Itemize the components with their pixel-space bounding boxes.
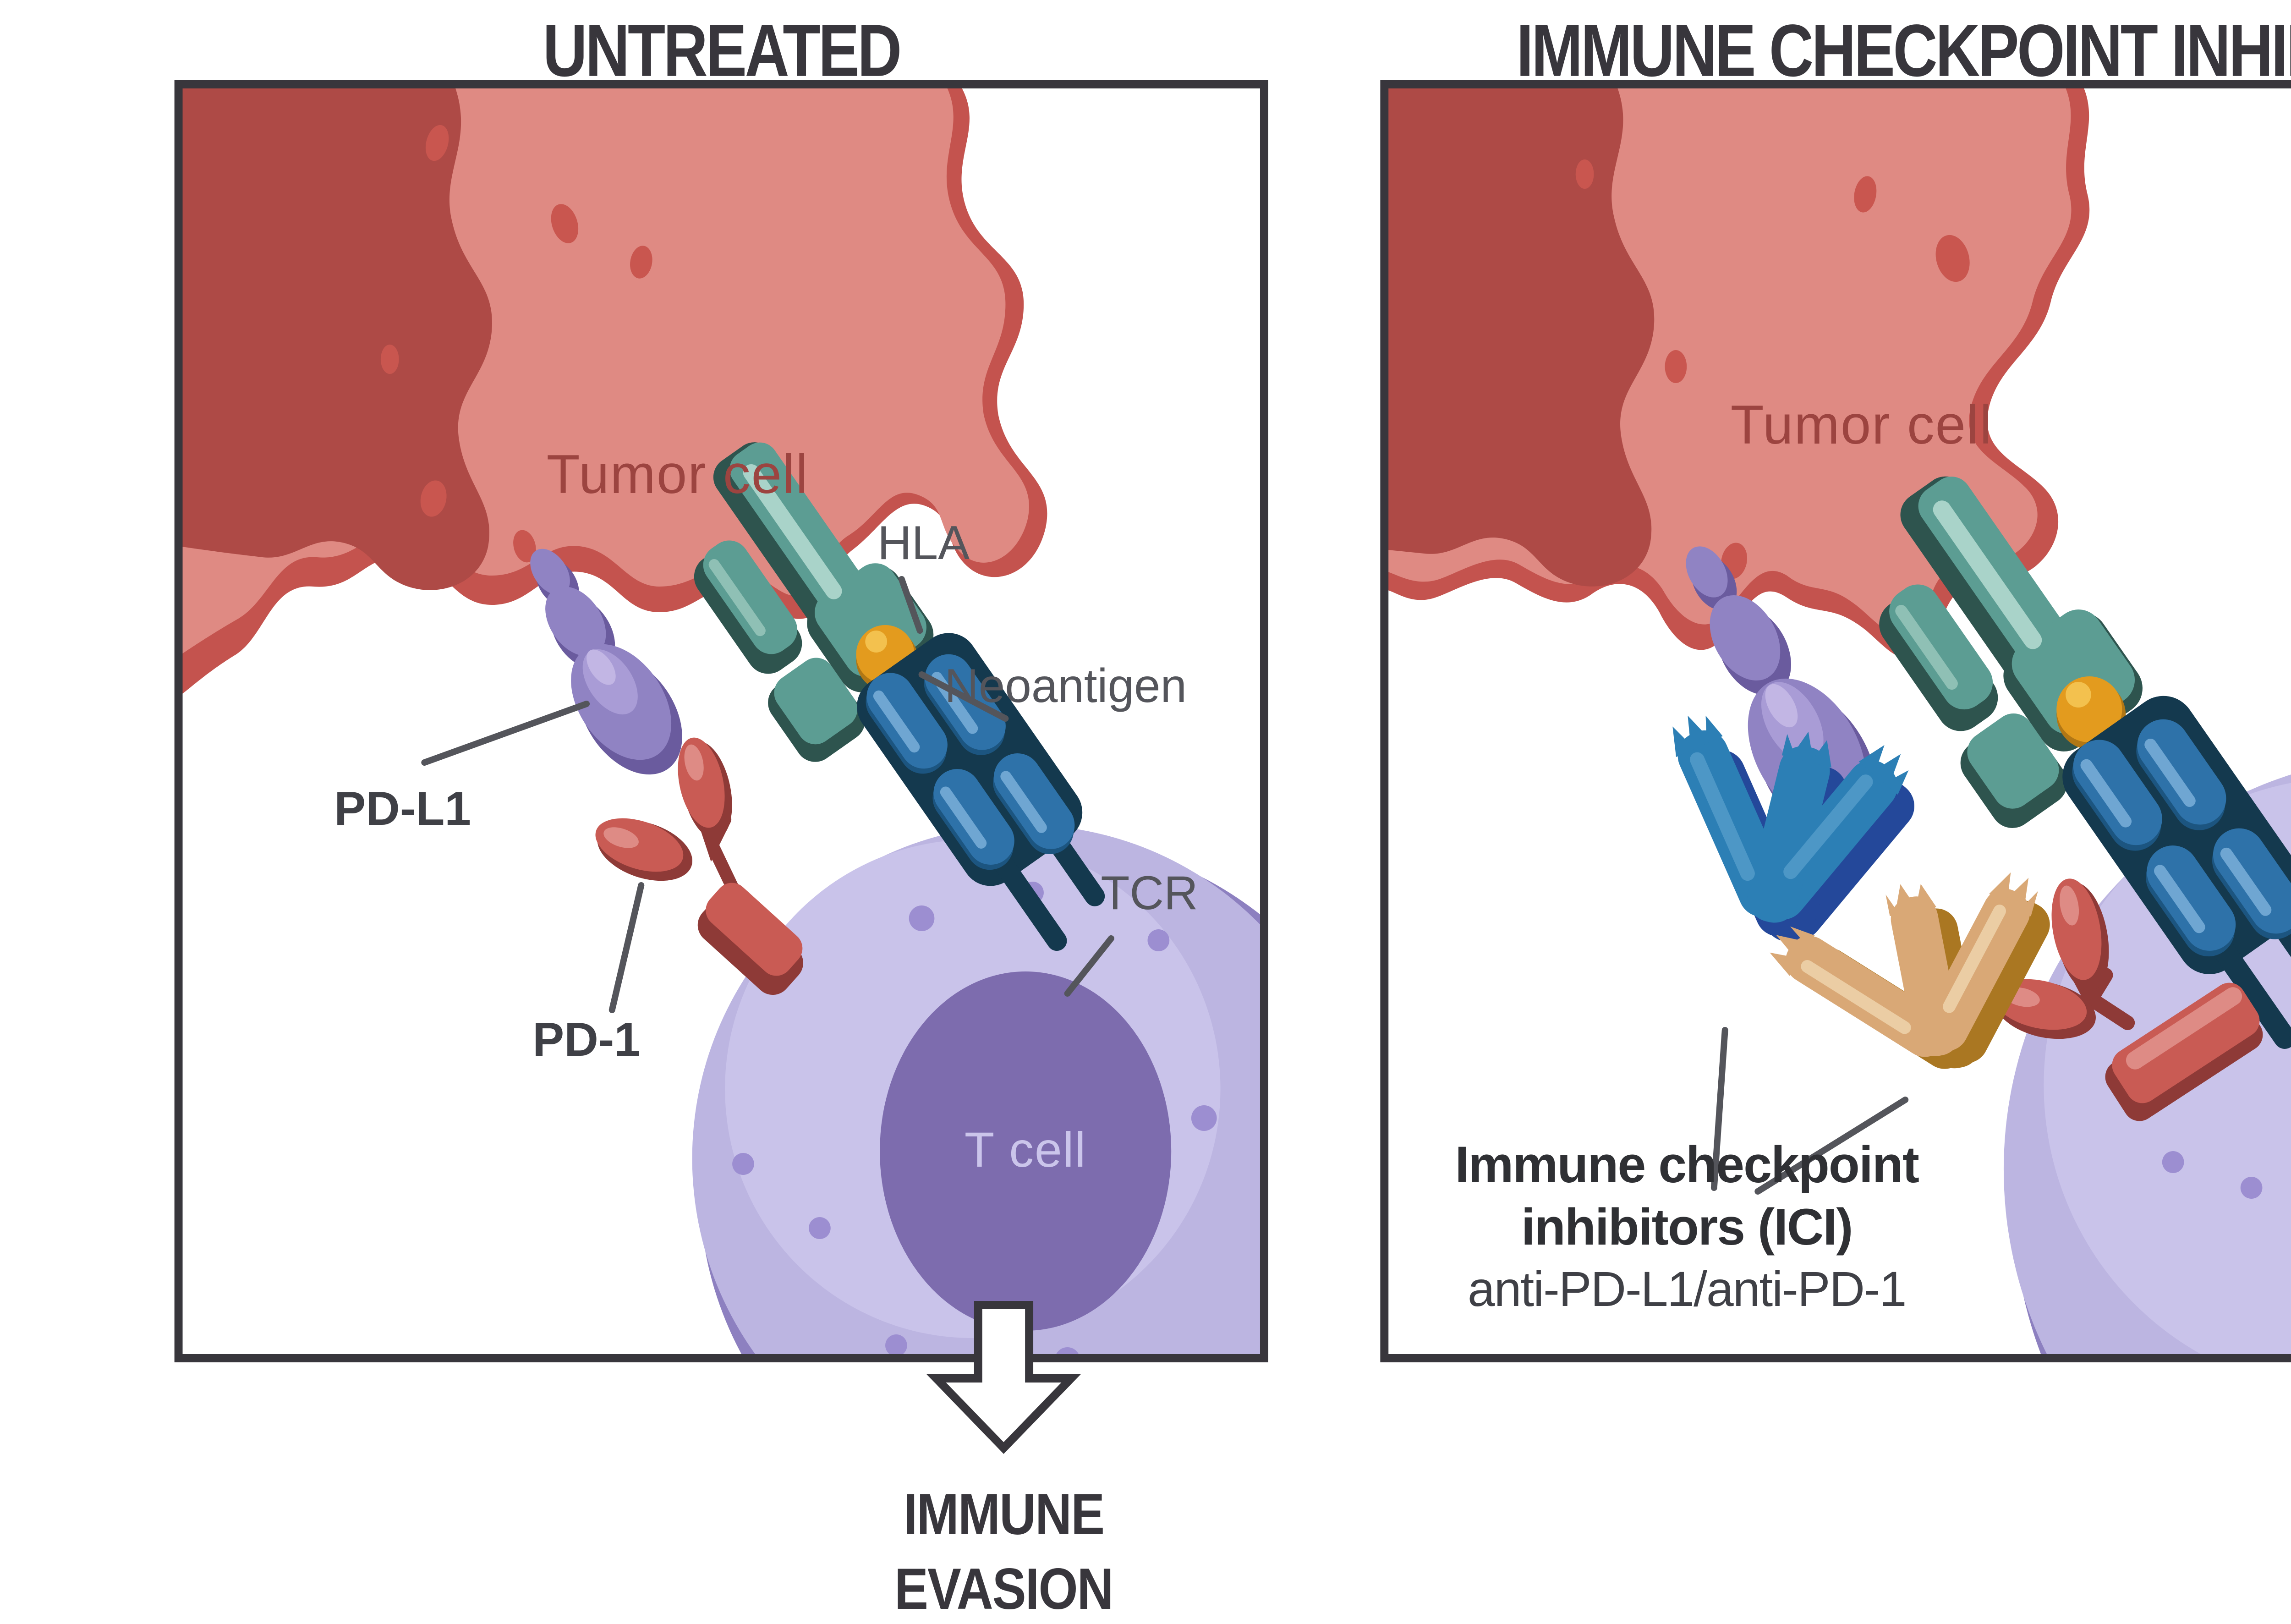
tcr-molecule [857,633,1105,951]
hla-molecule-right [1879,476,2143,828]
pd-l1-label: PD-L1 [334,781,471,836]
tumor-spots-left [380,125,652,563]
left-panel-border [174,80,1268,1362]
right-panel-title: IMMUNE CHECKPOINT INHIBITORS [1516,8,2291,93]
ici-label-line1: Immune checkpoint [1455,1136,1919,1193]
anti-pd-l1-antibody [1672,715,1914,943]
pd-1-receptor [595,737,803,995]
anti-pd-1-antibody [1770,872,2050,1069]
pd-l1-molecule [530,549,682,775]
neoantigen-molecule [856,625,918,691]
left-panel-art [182,88,1261,1355]
ici-label-line3: anti-PD-L1/anti-PD-1 [1467,1262,1907,1317]
ici-label-line2: inhibitors (ICI) [1521,1199,1853,1256]
immune-evasion-label: IMMUNE EVASION [894,1480,1114,1624]
hla-label: HLA [877,515,970,570]
t-cell-left [692,825,1261,1355]
t-cell-label-left: T cell [964,1123,1087,1178]
immune-evasion-line2: EVASION [894,1558,1114,1623]
immune-evasion-line1: IMMUNE [903,1484,1105,1548]
leader-lines-left [421,576,1114,1013]
tumor-cell-label-right: Tumor cell [1730,396,1993,456]
leader-lines-right [1710,1027,1909,1195]
pd-1-label: PD-1 [532,1012,641,1067]
tcr-molecule-right [2062,696,2291,1049]
immune-evasion-arrow [926,1301,1081,1454]
tumor-cell-label-left: Tumor cell [546,445,809,506]
left-panel-title: UNTREATED [543,8,902,93]
neoantigen-label: Neoantigen [944,658,1187,713]
tcr-label: TCR [1101,865,1198,920]
t-cell-nucleus-left [880,971,1172,1331]
right-panel-art [1388,88,2291,1355]
right-panel-border [1380,80,2291,1362]
tumor-spots-right [1575,159,1970,579]
tumor-cell-right [1388,88,2090,659]
t-cell-dots-right [2162,1151,2263,1199]
